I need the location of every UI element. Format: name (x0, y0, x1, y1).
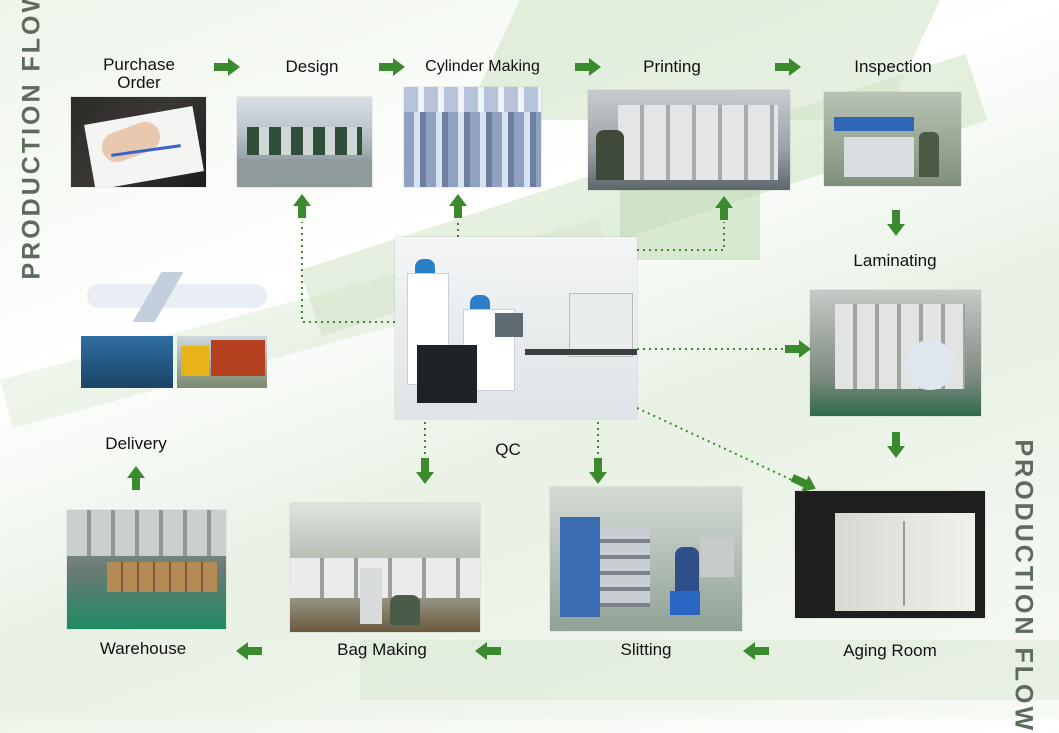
arrow-down-2 (887, 432, 905, 463)
printing-photo (588, 90, 790, 190)
label-purchase-order: Purchase Order (103, 55, 175, 92)
arrow-down-1 (887, 210, 905, 241)
qc-photo (395, 237, 637, 419)
arrow-right-2 (379, 58, 405, 81)
slitting-photo (550, 487, 742, 631)
arrow-right-4 (775, 58, 801, 81)
label-bag-making: Bag Making (337, 640, 427, 659)
label-cylinder-making: Cylinder Making (425, 58, 540, 75)
arrow-left-3 (236, 642, 262, 665)
laminating-photo (810, 290, 981, 416)
arrow-qc-slitting (589, 458, 607, 489)
label-warehouse: Warehouse (99, 639, 187, 658)
arrow-up-cylinder (449, 194, 467, 223)
label-printing: Printing (643, 57, 701, 76)
arrow-left-1 (743, 642, 769, 665)
bag-making-photo (290, 503, 480, 632)
label-qc: QC (495, 440, 521, 459)
label-laminating: Laminating (853, 251, 937, 270)
arrow-qc-aging (786, 470, 819, 502)
arrow-up-printing (715, 196, 733, 225)
arrow-up-design (293, 194, 311, 223)
cylinder-making-photo (404, 87, 541, 187)
purchase-order-photo (71, 97, 206, 187)
label-aging-room: Aging Room (843, 641, 937, 660)
arrow-left-2 (475, 642, 501, 665)
warehouse-photo (67, 510, 226, 629)
arrow-right-3 (575, 58, 601, 81)
label-delivery: Delivery (105, 434, 167, 453)
arrow-right-1 (214, 58, 240, 81)
design-photo (237, 97, 372, 187)
label-slitting: Slitting (620, 640, 672, 659)
side-title-left: PRODUCTION FLOW (17, 0, 46, 280)
label-inspection: Inspection (854, 57, 932, 76)
label-design: Design (285, 57, 339, 76)
inspection-photo (824, 92, 961, 186)
arrow-qc-laminating (785, 340, 811, 363)
arrow-qc-bagmaking (416, 458, 434, 489)
delivery-photo (77, 272, 270, 392)
arrow-up-delivery (127, 466, 145, 495)
aging-room-photo (795, 491, 985, 618)
side-title-right: PRODUCTION FLOW (1009, 439, 1038, 733)
